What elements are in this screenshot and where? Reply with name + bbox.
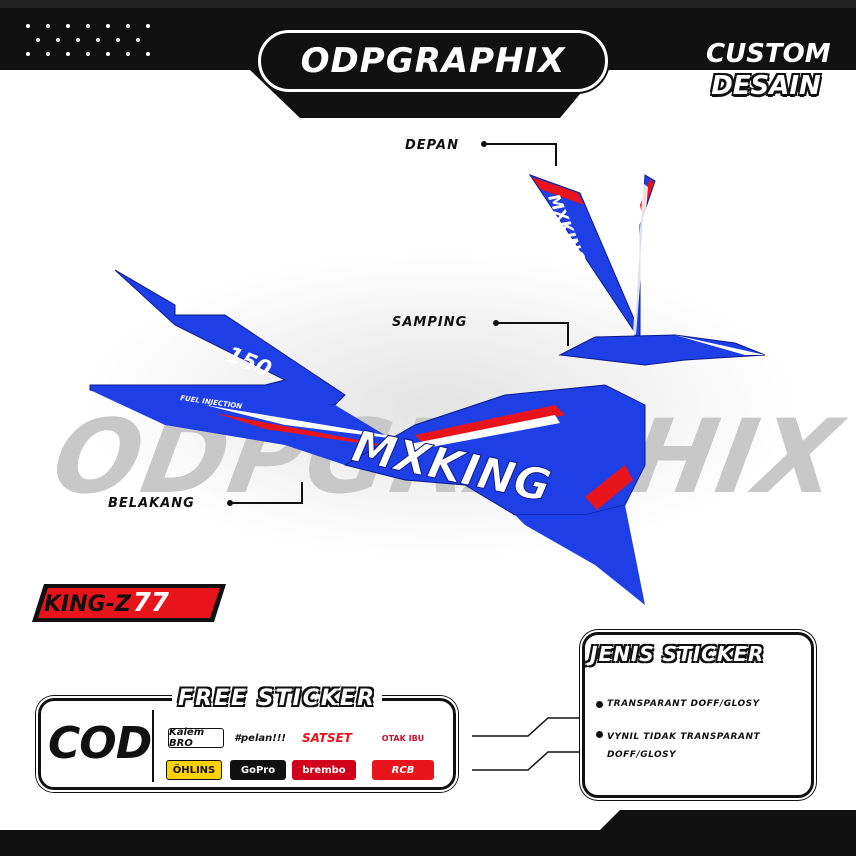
design-code-badge — [32, 584, 226, 622]
logo-pelan: #pelan!!! — [230, 728, 290, 748]
logo-rcb: RCB — [372, 760, 434, 780]
callout-rear-line — [227, 482, 303, 506]
cod-divider — [152, 710, 154, 782]
design-code-prefix: KING-Z — [44, 592, 131, 617]
front-sticker: MXKING — [528, 174, 656, 338]
connector-lines — [472, 716, 584, 772]
brand-name: ODPGRAPHIX — [300, 41, 566, 81]
bullet-icon — [596, 731, 603, 738]
logo-ohlins: ÖHLINS — [166, 760, 222, 780]
dots-decoration — [26, 24, 150, 56]
logo-kalem-bro: Kalem BRO — [168, 727, 224, 749]
bullet-icon — [596, 701, 603, 708]
custom-design-tag: CUSTOM DESAIN — [706, 38, 831, 102]
logo-satset: SATSET — [296, 728, 358, 748]
callout-side-label: SAMPING — [392, 315, 468, 330]
callout-front-label: DEPAN — [405, 138, 459, 153]
sticker-type-label: VYNIL TIDAK TRANSPARANT DOFF/GLOSY — [607, 732, 761, 760]
free-sticker-title: FREE STICKER — [172, 686, 382, 711]
callout-rear-label: BELAKANG — [108, 496, 195, 511]
cod-text: COD — [48, 718, 152, 769]
logo-otak-ibu: OTAK IBU — [372, 728, 434, 748]
custom-tag-line1: CUSTOM — [706, 39, 831, 69]
side-rear-sticker: 150 FUEL INJECTION MXKING — [89, 269, 766, 605]
custom-tag-line2: DESAIN — [711, 71, 821, 101]
callout-side-line — [493, 320, 569, 346]
design-code-number: 77 — [132, 588, 169, 618]
sticker-type-item: TRANSPARANT DOFF/GLOSY — [596, 698, 806, 711]
callout-front-line — [481, 141, 557, 166]
sticker-type-label: TRANSPARANT DOFF/GLOSY — [607, 699, 760, 709]
sticker-types-title: JENIS STICKER — [590, 642, 765, 666]
footer-band — [0, 810, 856, 856]
sticker-type-item: VYNIL TIDAK TRANSPARANT DOFF/GLOSY — [596, 728, 806, 764]
sticker-types-box — [582, 632, 814, 798]
design-code: KING-Z 77 — [44, 588, 169, 618]
brand-logo-pill: ODPGRAPHIX — [258, 30, 608, 92]
logo-brembo: brembo — [292, 760, 356, 780]
logo-gopro: GoPro — [230, 760, 286, 780]
